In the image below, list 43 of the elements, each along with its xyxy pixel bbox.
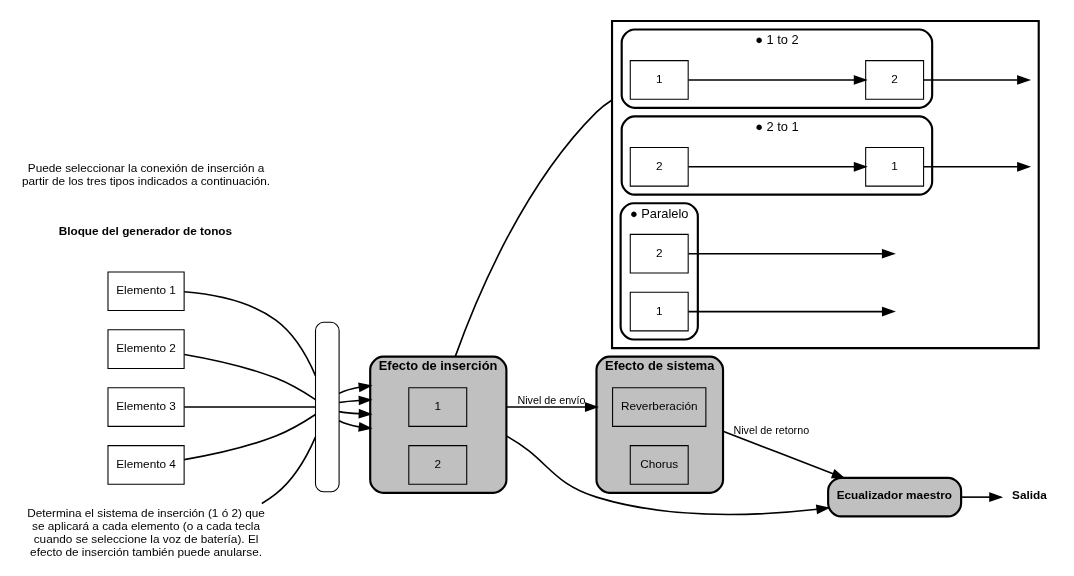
connector bbox=[260, 436, 316, 505]
node-text: Determina el sistema de inserción (1 ó 2) que se aplicará a cada elemento (o a cada tecla cuando se seleccione la voz de batería). El efecto de inserción también puede anularse. bbox=[26, 506, 265, 558]
node-bar bbox=[314, 321, 340, 493]
node-box: 2 bbox=[407, 445, 467, 485]
node-box: Reverberación bbox=[611, 387, 706, 427]
arrow bbox=[922, 161, 1031, 172]
arrow bbox=[505, 402, 599, 412]
edge-label: Nivel de retorno bbox=[732, 423, 809, 436]
arrow bbox=[337, 395, 373, 406]
connector bbox=[453, 99, 613, 358]
arrow bbox=[687, 161, 868, 172]
arrow bbox=[922, 75, 1031, 85]
node-box: 1 bbox=[629, 60, 689, 100]
cluster bbox=[610, 19, 1040, 350]
arrow bbox=[337, 382, 373, 395]
node-box: 1 bbox=[629, 291, 689, 332]
node-box: Chorus bbox=[629, 445, 689, 485]
node-box: 1 bbox=[864, 146, 924, 187]
label: Puede seleccionar la conexión de inserción a partir de los tres tipos indicados a continuación. bbox=[21, 160, 270, 187]
arrow bbox=[687, 306, 896, 317]
arrow bbox=[960, 492, 1003, 502]
node-box: 2 bbox=[629, 146, 689, 187]
node-box: Elemento 2 bbox=[106, 329, 185, 369]
connector bbox=[182, 291, 316, 377]
node-box: Elemento 4 bbox=[106, 445, 185, 485]
arrow bbox=[687, 75, 868, 85]
arrow bbox=[505, 435, 830, 516]
arrow bbox=[721, 430, 846, 479]
arrow bbox=[337, 408, 373, 419]
node-box: Elemento 3 bbox=[106, 387, 185, 427]
node-box: Elemento 1 bbox=[106, 271, 185, 312]
node-box: Ecualizador maestro bbox=[826, 476, 962, 518]
node-box: 2 bbox=[864, 60, 924, 100]
node-text: Salida bbox=[1011, 488, 1047, 502]
connector bbox=[183, 353, 316, 401]
node-box: 1 bbox=[407, 387, 467, 427]
edge-label: Nivel de envío bbox=[516, 393, 585, 406]
arrow bbox=[687, 248, 896, 259]
arrow bbox=[337, 419, 373, 432]
label: Bloque del generador de tonos bbox=[58, 224, 232, 238]
connector bbox=[183, 413, 316, 461]
node-box: 2 bbox=[629, 233, 689, 274]
connector bbox=[182, 406, 316, 408]
